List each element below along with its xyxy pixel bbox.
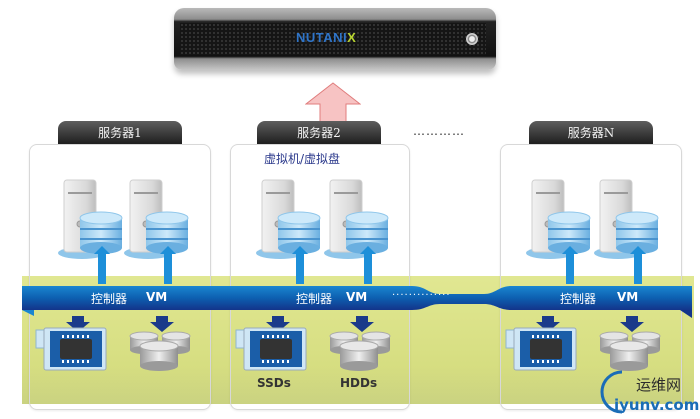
hdd-icon	[599, 316, 661, 371]
vm-vdisk-label: 虚拟机/虚拟盘	[264, 152, 341, 166]
lock-icon	[466, 33, 478, 45]
vm-bus-label-1: VM	[146, 290, 168, 304]
vm-bus-label-2: VM	[346, 290, 368, 304]
vm-server-icon	[256, 179, 321, 284]
controller-label-n: 控制器	[560, 292, 597, 306]
controller-label-1: 控制器	[91, 292, 128, 306]
watermark-cn: 运维网	[636, 376, 682, 394]
vm-bus-label-n: VM	[617, 290, 639, 304]
server-panel-2	[230, 144, 410, 410]
server-tab-n: 服务器N	[529, 121, 653, 144]
nutanix-logo: NUTANIX	[296, 30, 356, 45]
vm-server-icon	[526, 179, 591, 284]
watermark-en: iyunv.com	[614, 396, 700, 414]
hdd-label: HDDs	[340, 376, 378, 390]
controller-label-2: 控制器	[296, 292, 333, 306]
ellipsis-top: …………	[413, 124, 465, 138]
ssd-icon	[235, 316, 307, 371]
logo-x: X	[347, 30, 357, 45]
vm-server-icon	[58, 179, 123, 284]
server-panel-n	[500, 144, 682, 410]
appliance-grille	[180, 23, 486, 55]
vm-server-icon	[124, 179, 189, 284]
controller-bus	[22, 286, 692, 318]
server-tab-1: 服务器1	[58, 121, 182, 144]
ellipsis-bus: ··············	[392, 290, 451, 301]
ssd-label: SSDs	[257, 376, 291, 390]
appliance-chassis: NUTANIX	[174, 8, 496, 70]
up-arrow-icon	[305, 82, 361, 124]
vm-server-icon	[594, 179, 659, 284]
logo-text: NUTANI	[296, 30, 348, 45]
hdd-icon	[129, 316, 191, 371]
server-tab-2: 服务器2	[257, 121, 381, 144]
nutanix-appliance: NUTANIX	[174, 4, 500, 76]
hdd-icon	[329, 316, 391, 371]
server-panel-1	[29, 144, 211, 410]
watermark-logo-icon	[600, 370, 623, 414]
ssd-icon	[35, 316, 107, 371]
vm-server-icon	[324, 179, 389, 284]
ssd-icon	[505, 316, 577, 371]
